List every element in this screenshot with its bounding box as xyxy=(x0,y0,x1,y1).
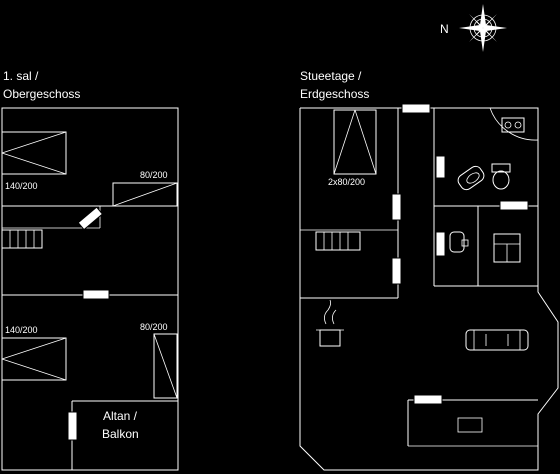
staircase-icon xyxy=(315,231,361,251)
ground-floor-title-line2: Erdgeschoss xyxy=(300,87,369,101)
bathtub-icon xyxy=(457,165,485,191)
terrace-table xyxy=(457,417,483,433)
upper-floor-title-line2: Obergeschoss xyxy=(3,87,80,101)
north-label: N xyxy=(440,22,449,36)
shower-icon xyxy=(489,107,539,141)
ground-floor-title-line1: Stueetage / xyxy=(300,69,362,83)
single-bed-icon xyxy=(153,333,178,399)
compass-icon xyxy=(459,4,507,52)
balcony-label-line1: Altan / xyxy=(103,409,138,423)
upper-floor-windows xyxy=(67,206,110,441)
bed-top-left-label: 140/200 xyxy=(5,181,38,191)
double-bed-icon xyxy=(1,131,67,175)
upper-floor-title-line1: 1. sal / xyxy=(3,69,39,83)
toilet-icon xyxy=(491,163,511,190)
bed-bottom-left-label: 140/200 xyxy=(5,325,38,335)
cooking-pot-icon xyxy=(316,299,344,347)
bed-bottom-right-label: 80/200 xyxy=(140,322,168,332)
double-bed-icon xyxy=(1,337,67,381)
single-bed-icon xyxy=(112,182,178,207)
sink-icon xyxy=(449,231,469,253)
sofa-icon xyxy=(465,329,529,351)
staircase-icon xyxy=(1,229,43,249)
upper-floor-walls xyxy=(1,107,179,471)
single-bed-icon xyxy=(333,109,377,175)
washing-machine-icon xyxy=(493,233,521,263)
ground-floor-windows xyxy=(391,103,529,405)
bed-top-right-label: 80/200 xyxy=(140,170,168,180)
ground-floor-walls xyxy=(299,107,559,471)
ground-bed-label: 2x80/200 xyxy=(328,177,365,187)
balcony-label-line2: Balkon xyxy=(102,427,139,441)
